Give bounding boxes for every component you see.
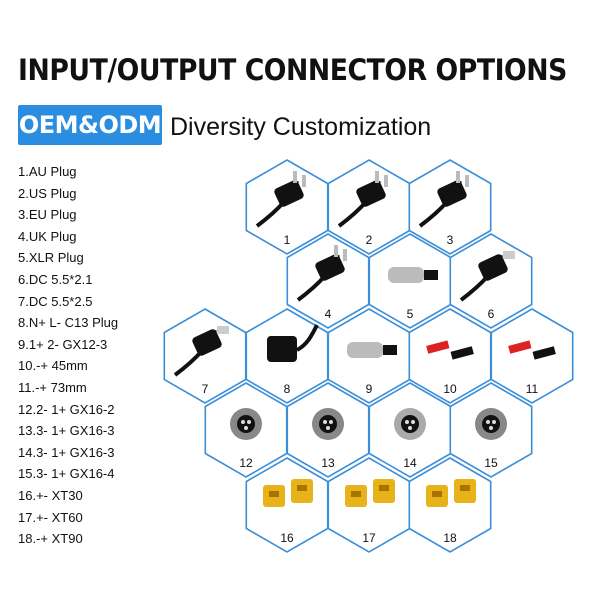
hex-outline bbox=[408, 159, 492, 255]
list-item: 4.UK Plug bbox=[18, 228, 77, 244]
hex-number: 7 bbox=[202, 382, 209, 396]
hex-number: 1 bbox=[284, 233, 291, 247]
hex-cell-eu-plug: 3 bbox=[408, 159, 492, 255]
list-item: 5.XLR Plug bbox=[18, 250, 84, 266]
list-item: 14.3- 1+ GX16-3 bbox=[18, 444, 115, 460]
gx12-3-connector-icon bbox=[347, 342, 397, 358]
hex-number: 16 bbox=[280, 531, 294, 545]
uk-plug-icon bbox=[296, 245, 347, 302]
hex-number: 13 bbox=[321, 456, 335, 470]
hex-cell-uk-plug: 4 bbox=[286, 233, 370, 329]
hex-cell-au-plug: 1 bbox=[245, 159, 329, 255]
gx16-2-connector-icon bbox=[230, 408, 262, 440]
dc-5525-plug-icon bbox=[173, 326, 229, 377]
hex-cell-gx16-2-connector: 12 bbox=[204, 382, 288, 478]
c13-plug-icon bbox=[267, 324, 319, 362]
alligator-clip-73mm-icon bbox=[508, 340, 556, 360]
hex-number: 12 bbox=[239, 456, 253, 470]
list-item: 12.2- 1+ GX16-2 bbox=[18, 401, 115, 417]
hex-cell-c13-plug: 8 bbox=[245, 308, 329, 404]
hex-cell-dc-5521-plug: 6 bbox=[449, 233, 533, 329]
gx16-4-connector-icon bbox=[475, 408, 507, 440]
hex-number: 6 bbox=[488, 307, 495, 321]
hex-cell-us-plug: 2 bbox=[327, 159, 411, 255]
hex-cell-xt60-connector: 17 bbox=[327, 457, 411, 553]
page-title: INPUT/OUTPUT CONNECTOR OPTIONS bbox=[18, 53, 567, 87]
hex-number: 2 bbox=[366, 233, 373, 247]
hex-cell-alligator-clip-73mm: 11 bbox=[490, 308, 574, 404]
dc-5521-plug-icon bbox=[459, 251, 515, 302]
hex-number: 4 bbox=[325, 307, 332, 321]
hex-number: 8 bbox=[284, 382, 291, 396]
hex-number: 11 bbox=[526, 382, 539, 396]
hex-cell-dc-5525-plug: 7 bbox=[163, 308, 247, 404]
xt30-connector-icon bbox=[263, 479, 313, 507]
hex-cell-gx16-4-connector: 15 bbox=[449, 382, 533, 478]
hex-number: 5 bbox=[407, 307, 414, 321]
hex-cell-gx16-3-plug: 14 bbox=[368, 382, 452, 478]
list-item: 16.+- XT30 bbox=[18, 487, 83, 503]
gx16-3-connector-icon bbox=[312, 408, 344, 440]
hex-outline bbox=[490, 308, 574, 404]
list-item: 2.US Plug bbox=[18, 185, 77, 201]
list-item: 17.+- XT60 bbox=[18, 509, 83, 525]
eu-plug-icon bbox=[418, 171, 469, 228]
subtitle: Diversity Customization bbox=[170, 113, 432, 141]
connector-list: 1.AU Plug 2.US Plug 3.EU Plug 4.UK Plug … bbox=[18, 161, 118, 550]
hex-number: 10 bbox=[443, 382, 457, 396]
list-item: 9.1+ 2- GX12-3 bbox=[18, 336, 108, 352]
oem-odm-badge: OEM&ODM bbox=[18, 105, 162, 145]
list-item: 15.3- 1+ GX16-4 bbox=[18, 466, 115, 482]
hex-number: 18 bbox=[443, 531, 457, 545]
au-plug-icon bbox=[255, 171, 306, 228]
list-item: 1.AU Plug bbox=[18, 164, 77, 179]
xt90-connector-icon bbox=[426, 479, 476, 507]
us-plug-icon bbox=[337, 171, 388, 228]
hex-number: 14 bbox=[403, 456, 417, 470]
hex-cell-gx12-3-connector: 9 bbox=[327, 308, 411, 404]
xt60-connector-icon bbox=[345, 479, 395, 507]
hex-cell-xt30-connector: 16 bbox=[245, 457, 329, 553]
list-item: 3.EU Plug bbox=[18, 207, 77, 223]
hex-cell-xt90-connector: 18 bbox=[408, 457, 492, 553]
hex-cell-gx16-3-connector: 13 bbox=[286, 382, 370, 478]
xlr-plug-icon bbox=[388, 267, 438, 283]
hex-cell-alligator-clip-45mm: 10 bbox=[408, 308, 492, 404]
gx16-3-plug-icon bbox=[394, 408, 426, 440]
list-item: 10.-+ 45mm bbox=[18, 358, 88, 374]
hex-number: 3 bbox=[447, 233, 454, 247]
hex-number: 15 bbox=[484, 456, 498, 470]
list-item: 8.N+ L- C13 Plug bbox=[18, 315, 119, 331]
list-item: 7.DC 5.5*2.5 bbox=[18, 293, 93, 309]
hex-number: 9 bbox=[366, 382, 373, 396]
alligator-clip-45mm-icon bbox=[426, 340, 474, 360]
list-item: 18.-+ XT90 bbox=[18, 531, 83, 547]
list-item: 11.-+ 73mm bbox=[18, 379, 87, 395]
list-item: 6.DC 5.5*2.1 bbox=[18, 271, 93, 287]
list-item: 13.3- 1+ GX16-3 bbox=[18, 423, 115, 439]
hex-number: 17 bbox=[362, 531, 376, 545]
